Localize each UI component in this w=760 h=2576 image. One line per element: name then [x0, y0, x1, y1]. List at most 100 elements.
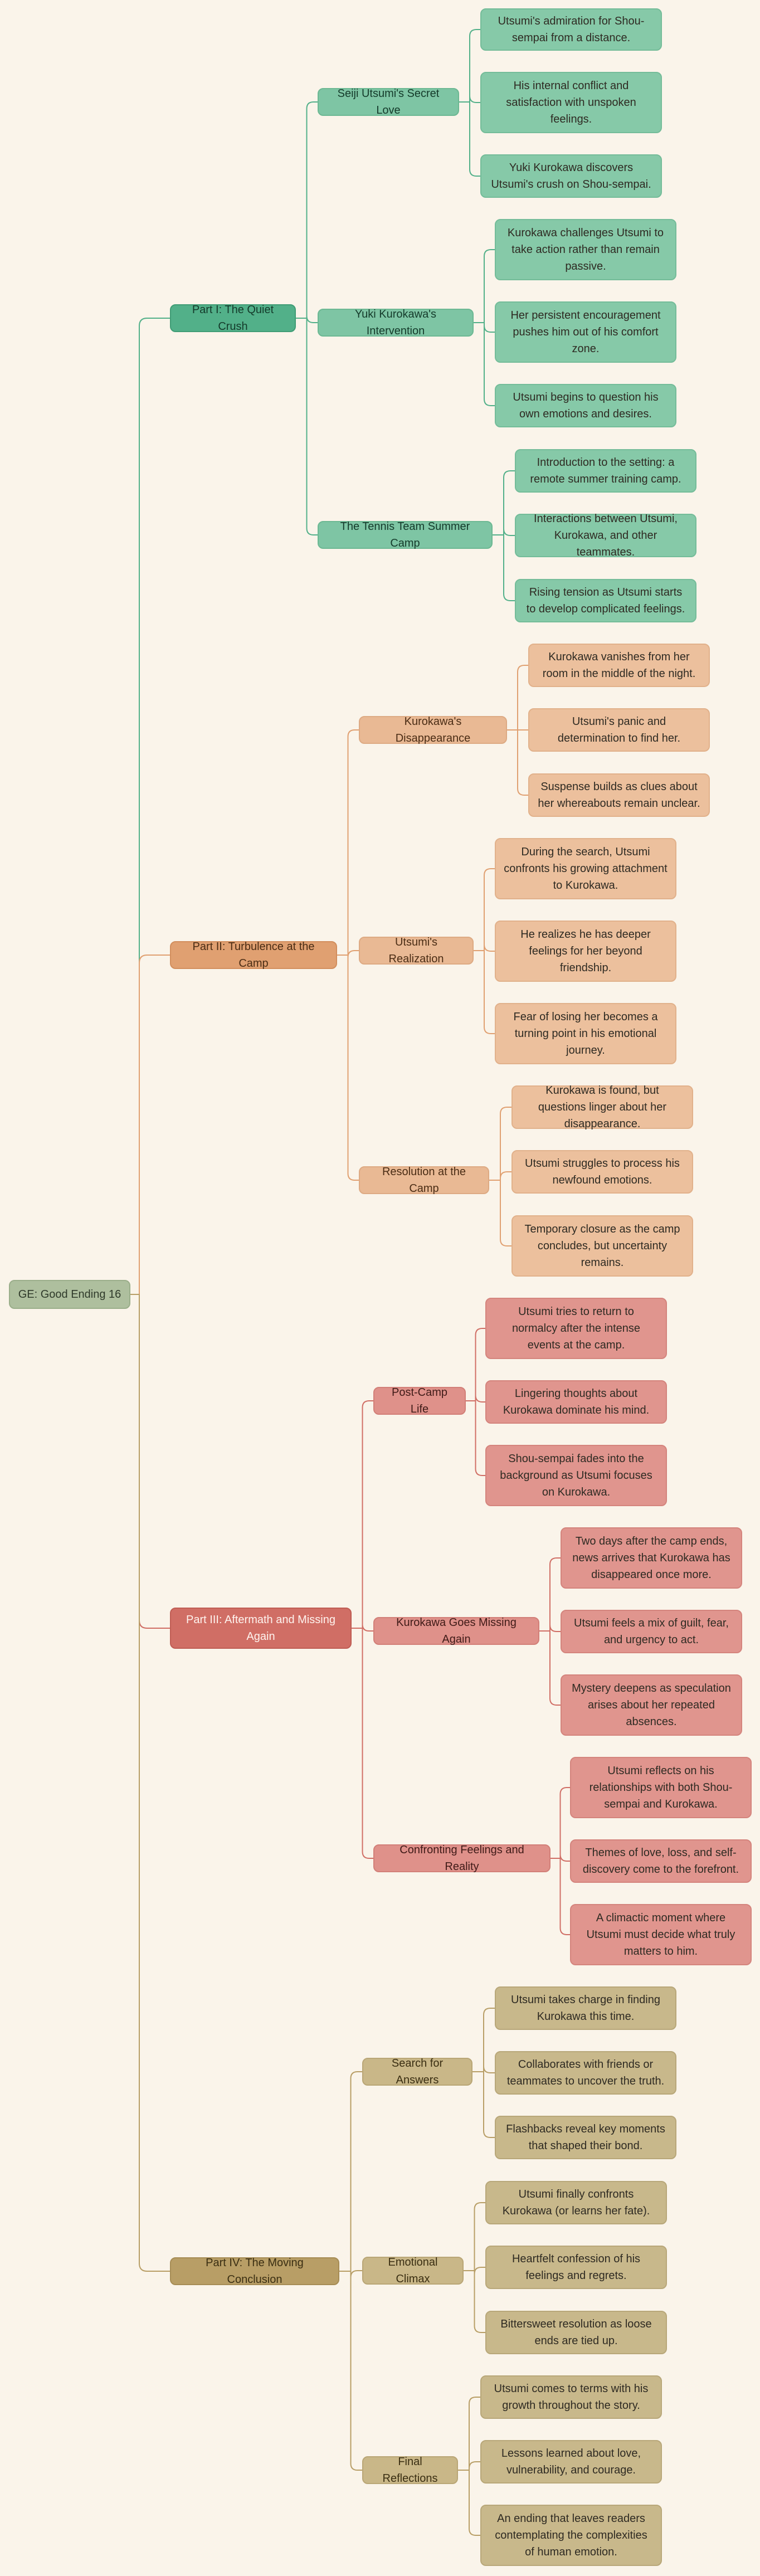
detail-node[interactable]: Kurokawa vanishes from her room in the m… — [528, 644, 710, 687]
part-node-part-ii-turbulence-at-the-camp[interactable]: Part II: Turbulence at the Camp — [170, 941, 337, 970]
detail-node[interactable]: Rising tension as Utsumi starts to devel… — [515, 579, 696, 622]
detail-node-label: Interactions between Utsumi, Kurokawa, a… — [534, 513, 678, 558]
topic-3-3-connector — [550, 1787, 570, 1935]
detail-node[interactable]: Collaborates with friends or teammates t… — [495, 2051, 676, 2095]
topic-node-final-reflections-label: Final Reflections — [382, 2456, 438, 2485]
detail-node[interactable]: Utsumi's panic and determination to find… — [528, 708, 710, 752]
detail-node[interactable]: Two days after the camp ends, news arriv… — [561, 1527, 742, 1589]
detail-node[interactable]: Flashbacks reveal key moments that shape… — [495, 2116, 676, 2159]
topic-node-confronting-feelings-and-reality-label: Confronting Feelings and Reality — [400, 1844, 524, 1873]
topic-node-kurokawa-s-disappearance-label: Kurokawa's Disappearance — [395, 715, 471, 744]
topic-4-1-connector — [472, 2008, 495, 2138]
detail-node-label: Themes of love, loss, and self-discovery… — [582, 1847, 739, 1876]
topic-node-yuki-kurokawa-s-intervention-label: Yuki Kurokawa's Intervention — [354, 308, 437, 337]
detail-node[interactable]: Utsumi comes to terms with his growth th… — [480, 2375, 662, 2419]
detail-node[interactable]: His internal conflict and satisfaction w… — [480, 72, 662, 133]
part-1-connector — [296, 101, 318, 535]
detail-node[interactable]: Utsumi reflects on his relationships wit… — [570, 1757, 752, 1818]
topic-node-search-for-answers[interactable]: Search for Answers — [362, 2057, 472, 2086]
detail-node[interactable]: Lessons learned about love, vulnerabilit… — [480, 2440, 662, 2484]
detail-node[interactable]: Utsumi takes charge in finding Kurokawa … — [495, 1986, 676, 2030]
detail-node-label: Introduction to the setting: a remote su… — [530, 456, 681, 485]
detail-node-label: Heartfelt confession of his feelings and… — [511, 2253, 641, 2282]
detail-node[interactable]: An ending that leaves readers contemplat… — [480, 2505, 662, 2566]
part-node-part-ii-turbulence-at-the-camp-label: Part II: Turbulence at the Camp — [192, 941, 315, 970]
detail-node-label: Utsumi takes charge in finding Kurokawa … — [511, 1994, 660, 2023]
detail-node-label: Her persistent encouragement pushes him … — [510, 309, 661, 355]
topic-node-confronting-feelings-and-reality[interactable]: Confronting Feelings and Reality — [373, 1844, 550, 1873]
detail-node[interactable]: Bittersweet resolution as loose ends are… — [485, 2311, 667, 2354]
root-to-part-4-connector — [130, 1294, 170, 2272]
topic-node-seiji-utsumi-s-secret-love-label: Seiji Utsumi's Secret Love — [337, 87, 440, 116]
detail-node[interactable]: Suspense builds as clues about her where… — [528, 773, 710, 817]
detail-node-label: He realizes he has deeper feelings for h… — [520, 928, 651, 974]
detail-node-label: During the search, Utsumi confronts his … — [504, 846, 668, 892]
detail-node[interactable]: Utsumi feels a mix of guilt, fear, and u… — [561, 1610, 742, 1653]
part-node-part-iv-the-moving-conclusion[interactable]: Part IV: The Moving Conclusion — [170, 2257, 339, 2286]
detail-node[interactable]: Temporary closure as the camp concludes,… — [511, 1215, 693, 1277]
detail-node[interactable]: Her persistent encouragement pushes him … — [495, 301, 676, 363]
detail-node-label: Utsumi begins to question his own emotio… — [513, 391, 659, 420]
detail-node-label: Temporary closure as the camp concludes,… — [524, 1223, 680, 1269]
detail-node-label: Two days after the camp ends, news arriv… — [572, 1535, 730, 1581]
topic-2-2-connector — [474, 868, 495, 1034]
topic-2-3-connector — [489, 1107, 511, 1246]
topic-node-kurokawa-goes-missing-again[interactable]: Kurokawa Goes Missing Again — [373, 1616, 539, 1645]
detail-node[interactable]: Lingering thoughts about Kurokawa domina… — [485, 1380, 667, 1424]
topic-1-2-connector — [474, 249, 495, 406]
topic-node-the-tennis-team-summer-camp[interactable]: The Tennis Team Summer Camp — [318, 520, 493, 549]
topic-node-seiji-utsumi-s-secret-love[interactable]: Seiji Utsumi's Secret Love — [318, 87, 459, 116]
part-node-part-i-the-quiet-crush[interactable]: Part I: The Quiet Crush — [170, 304, 296, 333]
detail-node-label: His internal conflict and satisfaction w… — [506, 80, 636, 125]
detail-node[interactable]: He realizes he has deeper feelings for h… — [495, 921, 676, 982]
topic-node-yuki-kurokawa-s-intervention[interactable]: Yuki Kurokawa's Intervention — [318, 308, 474, 337]
detail-node-label: Fear of losing her becomes a turning poi… — [513, 1011, 658, 1056]
topic-node-kurokawa-s-disappearance[interactable]: Kurokawa's Disappearance — [359, 715, 507, 744]
part-node-part-iii-aftermath-and-missing-again-label: Part III: Aftermath and Missing Again — [186, 1614, 335, 1643]
topic-node-resolution-at-the-camp-label: Resolution at the Camp — [382, 1166, 466, 1195]
detail-node[interactable]: Utsumi tries to return to normalcy after… — [485, 1298, 667, 1359]
topic-node-resolution-at-the-camp[interactable]: Resolution at the Camp — [359, 1166, 489, 1195]
detail-node[interactable]: Heartfelt confession of his feelings and… — [485, 2246, 667, 2289]
detail-node[interactable]: Themes of love, loss, and self-discovery… — [570, 1839, 752, 1883]
detail-node[interactable]: Shou-sempai fades into the background as… — [485, 1445, 667, 1506]
detail-node-label: Utsumi comes to terms with his growth th… — [494, 2383, 649, 2412]
detail-node-label: Utsumi feels a mix of guilt, fear, and u… — [574, 1617, 729, 1646]
topic-1-3-connector — [493, 470, 515, 601]
detail-node-label: An ending that leaves readers contemplat… — [495, 2512, 647, 2558]
detail-node[interactable]: Kurokawa is found, but questions linger … — [511, 1084, 693, 1130]
detail-node-label: A climactic moment where Utsumi must dec… — [586, 1912, 735, 1957]
detail-node[interactable]: During the search, Utsumi confronts his … — [495, 838, 676, 899]
part-4-connector — [339, 2071, 362, 2471]
root-node[interactable]: GE: Good Ending 16 — [9, 1280, 130, 1309]
topic-node-post-camp-life[interactable]: Post-Camp Life — [373, 1386, 466, 1415]
detail-node-label: Shou-sempai fades into the background as… — [500, 1453, 652, 1498]
detail-node[interactable]: Utsumi finally confronts Kurokawa (or le… — [485, 2181, 667, 2224]
topic-node-emotional-climax[interactable]: Emotional Climax — [362, 2256, 464, 2285]
topic-4-2-connector — [464, 2202, 485, 2333]
detail-node[interactable]: Mystery deepens as speculation arises ab… — [561, 1674, 742, 1736]
detail-node[interactable]: A climactic moment where Utsumi must dec… — [570, 1904, 752, 1965]
part-node-part-i-the-quiet-crush-label: Part I: The Quiet Crush — [192, 304, 274, 333]
detail-node[interactable]: Utsumi's admiration for Shou-sempai from… — [480, 8, 662, 51]
detail-node[interactable]: Introduction to the setting: a remote su… — [515, 449, 696, 493]
detail-node[interactable]: Yuki Kurokawa discovers Utsumi's crush o… — [480, 154, 662, 198]
detail-node[interactable]: Fear of losing her becomes a turning poi… — [495, 1003, 676, 1064]
detail-node-label: Yuki Kurokawa discovers Utsumi's crush o… — [491, 162, 651, 191]
part-2-connector — [337, 729, 359, 1181]
detail-node[interactable]: Utsumi struggles to process his newfound… — [511, 1150, 693, 1194]
detail-node[interactable]: Utsumi begins to question his own emotio… — [495, 384, 676, 427]
detail-node[interactable]: Kurokawa challenges Utsumi to take actio… — [495, 219, 676, 280]
detail-node[interactable]: Interactions between Utsumi, Kurokawa, a… — [515, 513, 696, 558]
topic-3-1-connector — [466, 1328, 485, 1476]
topic-node-final-reflections[interactable]: Final Reflections — [362, 2456, 458, 2485]
topic-node-utsumi-s-realization[interactable]: Utsumi's Realization — [359, 936, 474, 965]
topic-node-post-camp-life-label: Post-Camp Life — [391, 1386, 448, 1415]
root-to-part-2-connector — [130, 955, 170, 1295]
topic-2-1-connector — [507, 665, 528, 796]
detail-node-label: Utsumi struggles to process his newfound… — [525, 1157, 680, 1186]
part-node-part-iii-aftermath-and-missing-again[interactable]: Part III: Aftermath and Missing Again — [170, 1608, 352, 1649]
detail-node-label: Lingering thoughts about Kurokawa domina… — [503, 1387, 650, 1416]
